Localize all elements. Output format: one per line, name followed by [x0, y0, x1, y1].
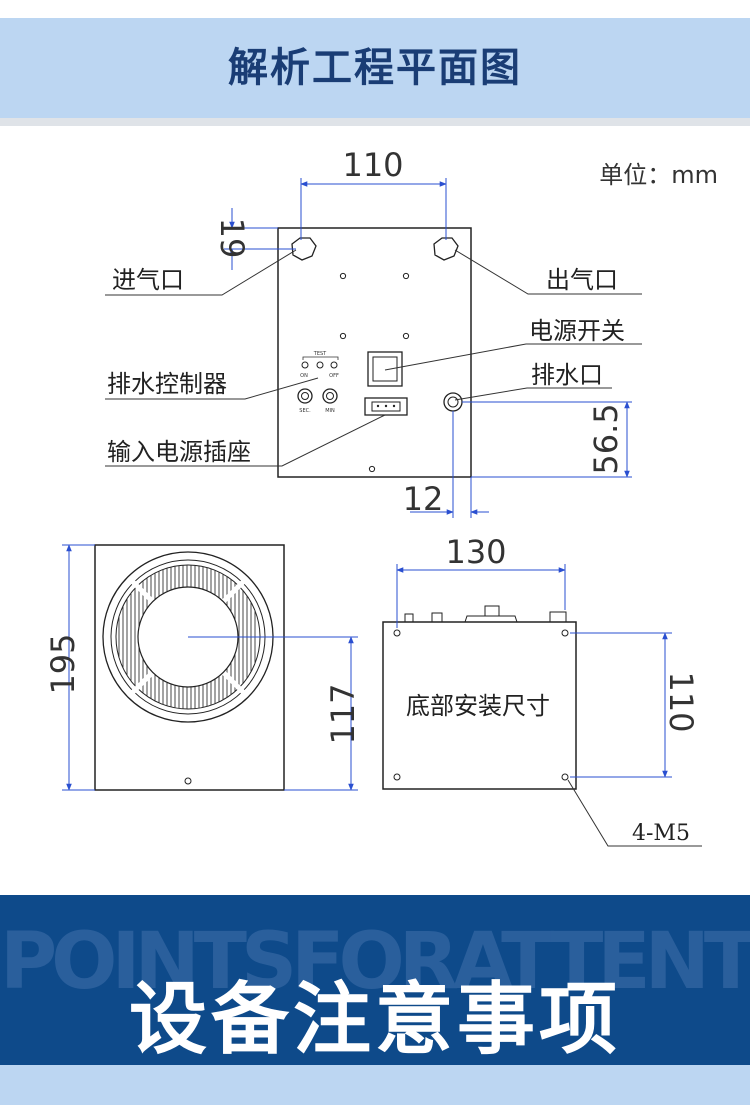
socket-pin [384, 404, 388, 408]
top-fitting [404, 613, 414, 623]
dim-19-label: 19 [213, 218, 251, 259]
switch-rocker-profile [484, 605, 500, 617]
engineering-drawing: 单位：mm TEST ON OFF SEC. MIN [44, 146, 718, 847]
grille-spoke [221, 670, 250, 699]
switch-leader [384, 343, 642, 371]
dim-56-5-label: 56.5 [587, 403, 625, 474]
header-banner: 解析工程平面图 [0, 18, 750, 118]
footer-title: 设备注意事项 [128, 975, 621, 1065]
front-view: 195 117 [44, 544, 362, 791]
drain-port-leader [454, 387, 612, 401]
drain-port-inner [447, 396, 459, 408]
grille-spoke [126, 670, 155, 699]
switch-label: 电源开关 [529, 317, 625, 345]
drain-port-label: 排水口 [531, 361, 603, 389]
mount-hole [339, 332, 347, 340]
sec-knob [297, 388, 313, 404]
power-socket [364, 397, 408, 416]
header-divider [0, 118, 750, 126]
dim-110b-label: 110 [662, 671, 700, 732]
dim-110-label: 110 [342, 146, 403, 184]
inlet-label: 进气口 [112, 266, 184, 294]
top-fitting [431, 612, 443, 623]
panel-on-text: ON [300, 373, 308, 379]
drain-controller-label: 排水控制器 [107, 370, 227, 398]
socket-pin [376, 404, 380, 408]
socket-label: 输入电源插座 [107, 438, 251, 466]
top-view: TEST ON OFF SEC. MIN 进气口 出气口 [105, 146, 642, 518]
inlet-fitting [291, 237, 317, 261]
m5-hole [561, 629, 569, 637]
header-title: 解析工程平面图 [228, 45, 522, 91]
mount-hole [339, 272, 347, 280]
panel-min-text: MIN [325, 408, 335, 414]
inlet-leader [105, 249, 297, 296]
panel-led [301, 361, 309, 369]
dim-117-label: 117 [324, 683, 362, 744]
top-fitting [549, 611, 567, 623]
mount-hole [402, 332, 410, 340]
bottom-mount-label: 底部安装尺寸 [406, 692, 550, 720]
m5-hole [393, 773, 401, 781]
sec-knob-inner [301, 392, 309, 400]
drain-controller-leader [105, 377, 319, 400]
m5-hole [393, 629, 401, 637]
dim-195-label: 195 [44, 633, 82, 694]
power-switch [367, 351, 403, 387]
panel-sec-text: SEC. [299, 408, 311, 414]
socket-pin [392, 404, 396, 408]
mount-hole [368, 465, 376, 473]
panel-bracket [302, 356, 339, 360]
footer-banner: POINTSFORATTENTION 设备注意事项 [0, 895, 750, 1065]
front-screw-hole [184, 777, 192, 785]
dim-130-label: 130 [445, 533, 506, 571]
min-knob-inner [326, 392, 334, 400]
grille-spoke [221, 575, 250, 604]
mount-hole [402, 272, 410, 280]
panel-led [330, 361, 338, 369]
dim-12-label: 12 [403, 480, 444, 518]
socket-leader [105, 414, 386, 467]
power-socket-inner [371, 401, 401, 412]
unit-label: 单位：mm [599, 161, 718, 189]
m5-hole [561, 773, 569, 781]
panel-off-text: OFF [329, 373, 339, 379]
fan-grille [118, 565, 256, 709]
screw-leader [567, 779, 702, 847]
panel-test-text: TEST [313, 351, 327, 357]
panel-led [316, 361, 324, 369]
outlet-label: 出气口 [546, 266, 618, 294]
bottom-view: 底部安装尺寸 4-M5 130 110 [382, 533, 702, 847]
switch-profile [464, 615, 518, 623]
power-switch-rocker [372, 356, 398, 382]
min-knob [322, 388, 338, 404]
footer-watermark: POINTSFORATTENTION [0, 917, 750, 1007]
footer-strip [0, 1065, 750, 1105]
screw-label: 4-M5 [632, 821, 690, 846]
outlet-leader [454, 249, 642, 295]
bottom-view-body [382, 621, 577, 790]
grille-spoke [126, 575, 155, 604]
